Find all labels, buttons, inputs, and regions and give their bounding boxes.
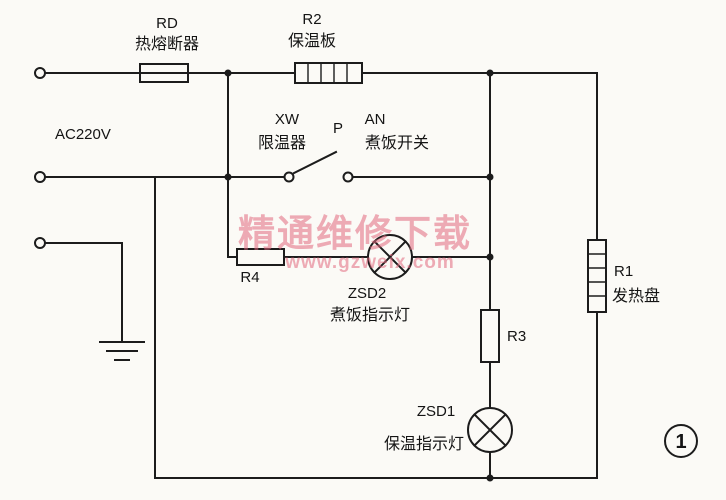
label-ac-power: AC220V <box>55 126 111 143</box>
figure-number-circle <box>664 424 698 458</box>
resistor-r1-body <box>587 239 607 313</box>
label-an-name: 煮饭开关 <box>365 134 429 152</box>
watermark-text-2: www.gzweix.com <box>284 252 455 273</box>
junction-dot <box>486 69 494 77</box>
switch-blade <box>292 150 338 175</box>
junction-dot <box>486 173 494 181</box>
label-r1-ref: R1 <box>614 263 633 280</box>
junction-dot <box>486 253 494 261</box>
label-p-ref: P <box>333 120 343 137</box>
watermark-text-1: 精通维修下载 <box>238 213 472 254</box>
label-rd-ref: RD <box>156 15 178 32</box>
ground-symbol <box>99 341 145 361</box>
label-r1-name: 发热盘 <box>612 286 660 305</box>
switch-contact-left <box>283 171 295 183</box>
junction-dot <box>224 69 232 77</box>
label-zsd2-ref: ZSD2 <box>348 285 386 302</box>
junction-dots <box>224 69 494 482</box>
watermark: 精通维修下载 www.gzweix.com <box>238 213 472 273</box>
lamp-zsd1-symbol <box>467 407 513 453</box>
label-r2-ref: R2 <box>302 11 321 28</box>
figure-number-text: 1 <box>675 431 686 453</box>
label-rd-name: 热熔断器 <box>135 35 199 53</box>
lamp-zsd2-x2 <box>373 240 407 274</box>
resistor-r3-symbol <box>480 309 500 363</box>
figure-number-badge: 1 <box>664 424 698 458</box>
terminal-2 <box>34 171 46 183</box>
wires <box>44 72 598 479</box>
resistor-r1-symbol <box>587 239 607 313</box>
junction-dot <box>224 173 232 181</box>
label-zsd1-name: 保温指示灯 <box>384 435 464 453</box>
junction-dot <box>486 474 494 482</box>
fuse-rd-symbol <box>139 63 189 83</box>
label-xw-name: 限温器 <box>258 134 306 152</box>
label-r3-ref: R3 <box>507 328 526 345</box>
label-r4-ref: R4 <box>240 269 259 286</box>
label-zsd2-name: 煮饭指示灯 <box>330 306 410 324</box>
label-zsd1-ref: ZSD1 <box>417 403 455 420</box>
switch-xw-an-symbol <box>283 150 354 183</box>
label-an-ref: AN <box>365 111 386 128</box>
resistor-r2-symbol <box>294 62 363 84</box>
terminal-3 <box>34 237 46 249</box>
terminal-1 <box>34 67 46 79</box>
resistor-r2-body <box>294 62 363 84</box>
label-xw-ref: XW <box>275 111 300 128</box>
resistor-r4-symbol <box>236 248 285 266</box>
lamp-zsd1-x2 <box>473 413 507 447</box>
switch-contact-right <box>342 171 354 183</box>
label-r2-name: 保温板 <box>288 32 336 50</box>
lamp-zsd2-symbol <box>367 234 413 280</box>
